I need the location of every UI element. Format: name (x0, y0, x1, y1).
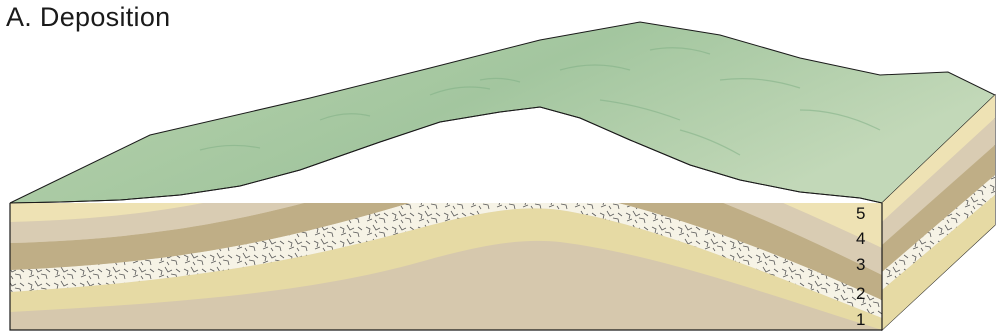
layer-label-4: 4 (856, 229, 865, 248)
layer-label-5: 5 (856, 204, 865, 223)
layer-label-2: 2 (856, 284, 865, 303)
land-surface (10, 22, 995, 203)
layer-label-1: 1 (856, 310, 865, 329)
layer-label-3: 3 (856, 255, 865, 274)
